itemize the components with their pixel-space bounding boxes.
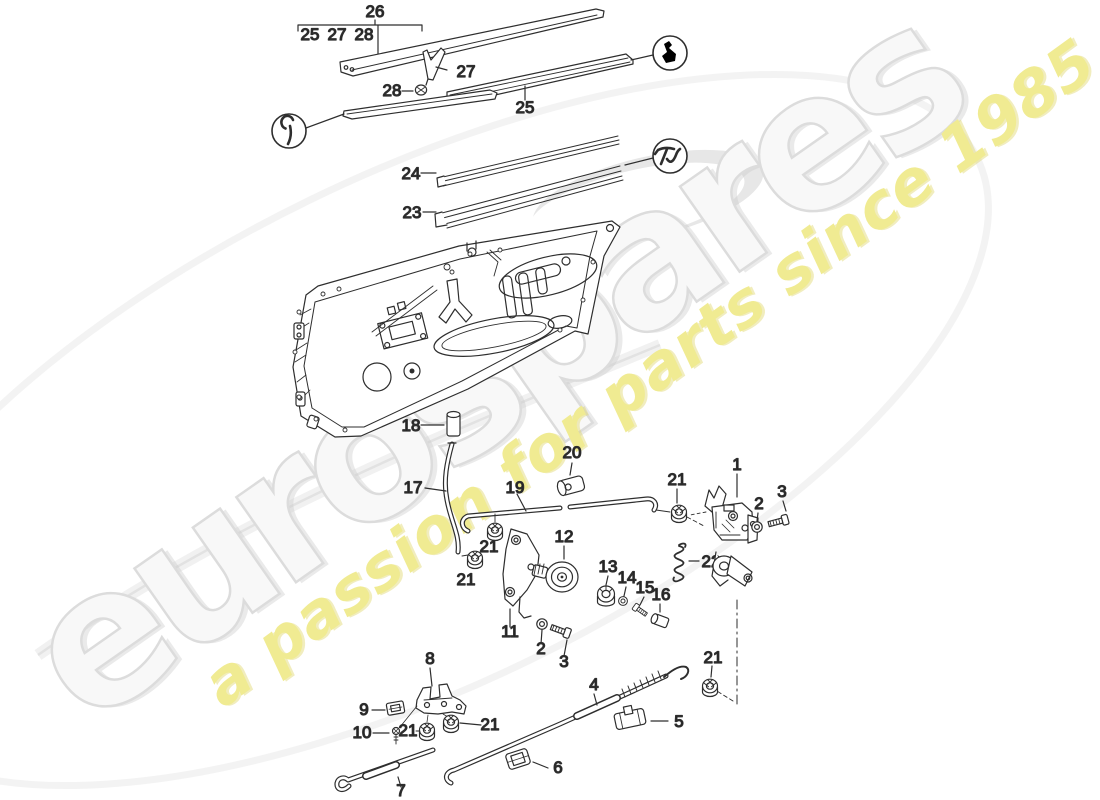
callout-7: 7 <box>396 781 405 800</box>
callout-1: 1 <box>732 455 741 474</box>
variant-icon-tv <box>624 138 688 174</box>
callout-21f: 21 <box>704 648 723 667</box>
clip-9: 9 <box>359 699 406 720</box>
screw-10: 10 <box>352 722 401 745</box>
clip-20: 20 <box>556 442 586 497</box>
door-latch-1: 1 <box>689 454 759 707</box>
speed-nut-21f: 21 <box>701 647 723 698</box>
speed-nut-21d: 21 <box>398 720 436 742</box>
clip-5: 5 <box>613 704 684 732</box>
callout-21e: 21 <box>481 715 500 734</box>
variant-icon-bird <box>630 35 688 71</box>
callout-3b: 3 <box>559 652 568 671</box>
plug-18: 18 <box>401 410 461 437</box>
callout-sub-27: 27 <box>328 25 347 44</box>
clip-6: 6 <box>505 748 563 778</box>
callout-9: 9 <box>359 700 368 719</box>
callout-21c: 21 <box>668 470 687 489</box>
bracket-8: 8 <box>399 648 467 728</box>
callout-6: 6 <box>553 758 562 777</box>
callout-2b: 2 <box>536 639 545 658</box>
callout-16: 16 <box>652 585 671 604</box>
bracket-11: 11 <box>501 528 549 642</box>
speed-nut-21e: 21 <box>442 714 500 735</box>
sleeve-16: 16 <box>650 584 671 629</box>
callout-24: 24 <box>402 164 421 183</box>
callout-bracket-26: 26 25 27 28 <box>297 1 423 58</box>
washer-14: 14 <box>617 567 637 606</box>
grommet-28: 28 <box>382 80 428 101</box>
door-bolt-holes <box>292 247 596 433</box>
washer-2a: 2 <box>751 493 764 533</box>
callout-28: 28 <box>383 81 402 100</box>
callout-21d: 21 <box>399 721 418 740</box>
callout-5: 5 <box>674 712 683 731</box>
strip-26 <box>339 8 605 77</box>
callout-20: 20 <box>563 443 582 462</box>
clip-27: 27 <box>422 47 476 86</box>
variant-icon-a <box>271 113 345 149</box>
callout-4: 4 <box>589 675 598 694</box>
swoosh-edge-line <box>37 343 661 657</box>
speed-nut-21a: 21 <box>479 513 504 557</box>
callout-10: 10 <box>353 723 372 742</box>
screw-15: 15 <box>631 577 655 619</box>
rod-17: 17 <box>403 441 461 555</box>
callout-12: 12 <box>555 527 574 546</box>
disc-12: 12 <box>545 526 579 593</box>
washer-2b: 2 <box>536 618 548 659</box>
callout-21b: 21 <box>457 570 476 589</box>
callout-18: 18 <box>402 416 421 435</box>
door-panel <box>292 220 621 438</box>
callout-25: 25 <box>516 98 535 117</box>
callout-15: 15 <box>636 578 655 597</box>
callout-8: 8 <box>425 649 434 668</box>
callout-sub-28: 28 <box>355 25 374 44</box>
rail-23: 23 <box>402 165 624 229</box>
speed-nut-21b: 21 <box>456 550 484 590</box>
knurled-nut-13: 13 <box>596 556 618 607</box>
callout-2a: 2 <box>754 494 763 513</box>
callout-11: 11 <box>501 622 519 641</box>
callout-13: 13 <box>599 557 618 576</box>
callout-23: 23 <box>403 203 422 222</box>
rod-7: 7 <box>334 747 436 800</box>
callout-19: 19 <box>506 478 525 497</box>
rod-4: 4 <box>444 665 690 786</box>
callout-26: 26 <box>366 2 385 21</box>
screw-3b: 3 <box>548 621 573 672</box>
callout-sub-25: 25 <box>301 25 320 44</box>
rail-24: 24 <box>401 135 620 188</box>
callout-17: 17 <box>404 478 423 497</box>
screw-3a: 3 <box>766 481 790 530</box>
strip-25-left <box>342 89 498 120</box>
rod-19: 19 <box>459 477 659 534</box>
callout-14: 14 <box>618 568 637 587</box>
speed-nut-21c: 21 <box>655 469 705 527</box>
callout-21a: 21 <box>480 537 499 556</box>
callout-27: 27 <box>457 62 476 81</box>
callout-3a: 3 <box>777 482 786 501</box>
